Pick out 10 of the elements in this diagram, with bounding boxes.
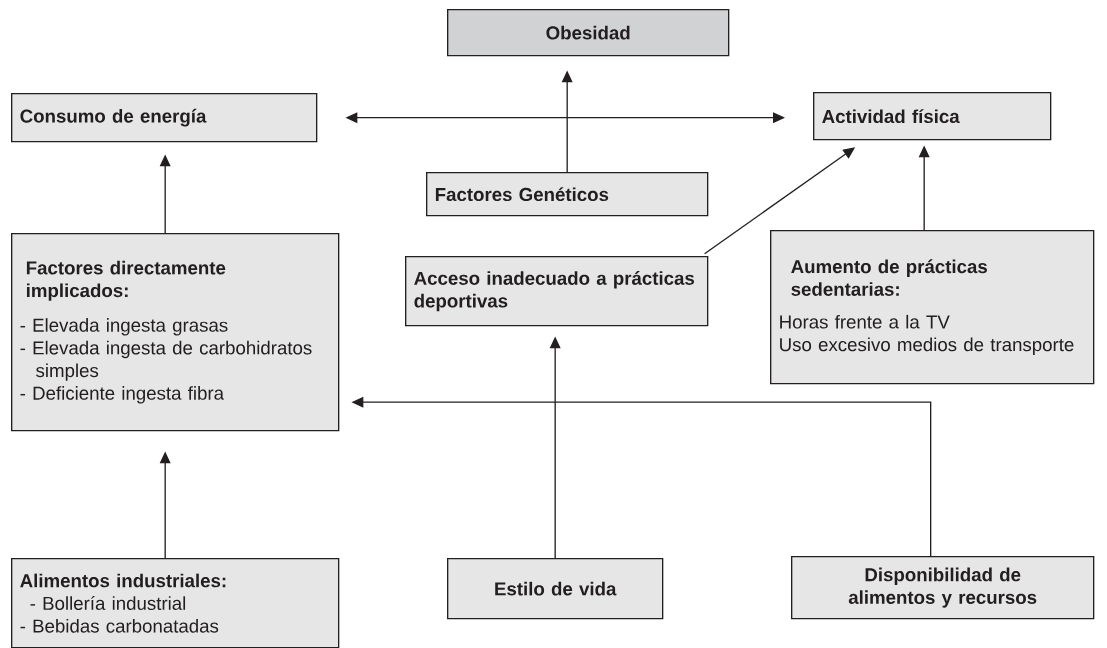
process-box: Estilo de vida [447, 558, 664, 620]
process-box: Consumo de energía [11, 93, 318, 143]
process-box: Obesidad [447, 9, 730, 57]
process-box: Aumento de prácticas sedentarias: Horas frente a la TV Uso excesivo medios de transporte [770, 230, 1095, 385]
process-box: Factores Genéticos [426, 172, 709, 217]
process-box: Actividad física [813, 92, 1052, 141]
process-box: Alimentos industriales: - Bollería industrial - Bebidas carbonatadas [11, 558, 340, 648]
process-box: Disponibilidad de alimentos y recursos [791, 556, 1095, 620]
process-box: Acceso inadecuado a prácticas deportivas [405, 256, 709, 327]
process-box: Factores directamente implicados: - Elevada ingesta grasas - Elevada ingesta de carbohidratos simples - Deficiente ingesta fibra [11, 233, 340, 432]
